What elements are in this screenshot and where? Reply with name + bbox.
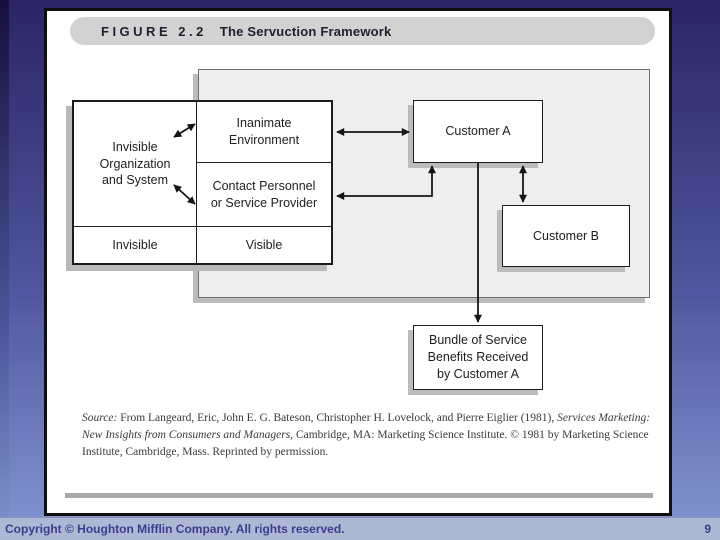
source-label: Source: bbox=[82, 412, 118, 424]
source-book-title: Services Marketing: New Insights from Co… bbox=[82, 412, 651, 441]
page-number: 9 bbox=[704, 522, 711, 536]
contact-personnel-cell: Contact Personnel or Service Provider bbox=[210, 178, 318, 210]
figure-number: FIGURE 2.2 bbox=[101, 23, 207, 39]
customer-a-box: Customer A bbox=[413, 100, 543, 163]
visible-label-cell: Visible bbox=[197, 226, 331, 263]
figure-card-content: FIGURE 2.2 The Servuction Framework Invi… bbox=[47, 11, 669, 513]
figure-card: FIGURE 2.2 The Servuction Framework Invi… bbox=[44, 8, 672, 516]
bottom-rule bbox=[65, 493, 653, 498]
copyright-text: Copyright © Houghton Mifflin Company. Al… bbox=[5, 522, 345, 536]
invisible-label-cell: Invisible bbox=[74, 226, 197, 263]
source-text-1: From Langeard, Eric, John E. G. Bateson,… bbox=[117, 412, 558, 424]
figure-title: The Servuction Framework bbox=[219, 23, 392, 39]
bundle-of-service-box: Bundle of Service Benefits Received by C… bbox=[413, 325, 543, 390]
customer-b-box: Customer B bbox=[502, 205, 630, 267]
inanimate-environment-cell: Inanimate Environment bbox=[197, 102, 331, 163]
source-text-2: Cambridge, MA: Marketing Science Institu… bbox=[82, 429, 649, 458]
invisible-organization-cell: Invisible Organization and System bbox=[74, 102, 197, 226]
footer-bar: Copyright © Houghton Mifflin Company. Al… bbox=[0, 517, 720, 540]
left-accent-strip bbox=[0, 0, 9, 540]
source-citation: Source: From Langeard, Eric, John E. G. … bbox=[82, 410, 660, 461]
figure-title-pill: FIGURE 2.2 The Servuction Framework bbox=[70, 17, 655, 45]
servuction-table: Invisible Organization and System Inanim… bbox=[72, 100, 333, 265]
